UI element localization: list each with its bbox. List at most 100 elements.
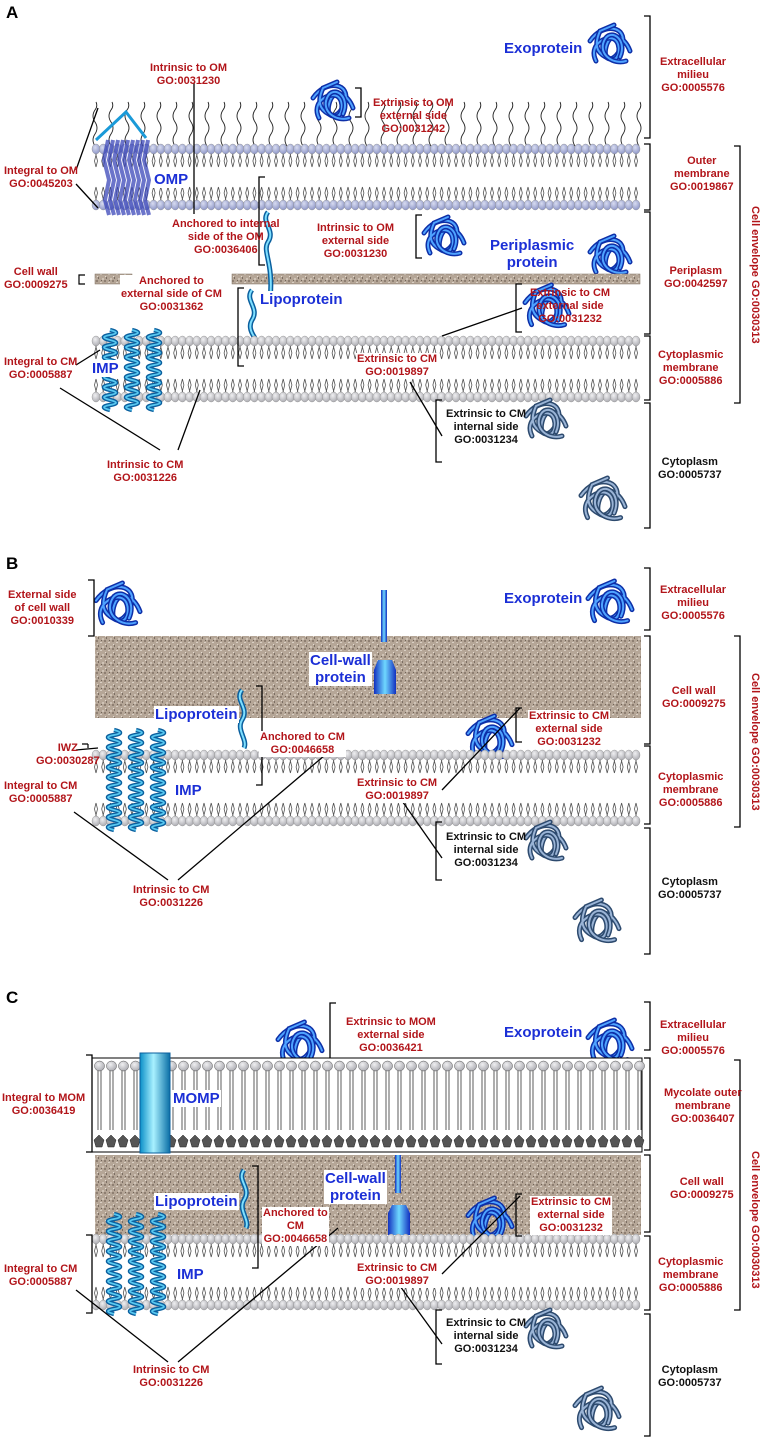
lps-chains	[92, 101, 642, 147]
imp-helices-c	[105, 1211, 167, 1317]
cyto-membrane-bilayer-b	[91, 749, 641, 827]
leader-extrinsic-cm-up-c	[441, 1195, 521, 1275]
panel-letter-c: C	[6, 988, 19, 1007]
leader-integral-cm-a	[75, 349, 101, 366]
intrinsic-om-ext-protein-a	[421, 214, 467, 257]
leader-extrinsic-cm-int-b	[435, 821, 442, 881]
leader-integral-cm-c	[86, 1234, 93, 1314]
leader-cell-wall-a	[78, 274, 85, 285]
lipoprotein-a-label: Lipoprotein	[259, 291, 344, 308]
bracket-cyto-membrane-a	[644, 335, 651, 401]
leader-iwz2-b	[75, 747, 99, 751]
leader-anchored-cm-c	[252, 1165, 259, 1269]
bracket-extracellular-a	[644, 15, 651, 139]
bracket-cyto-membrane-b	[644, 745, 651, 825]
cellwall-protein-b	[374, 590, 396, 694]
leader-extrinsic-cm-int-a	[435, 399, 442, 463]
momp-label: MOMP	[172, 1090, 221, 1107]
periplasmic-protein-a	[587, 233, 633, 276]
omp-label: OMP	[153, 171, 190, 188]
bracket-mycolate-c	[644, 1057, 651, 1151]
leader-iwz-b	[82, 743, 89, 748]
leader-intrinsic-cm-c	[177, 1227, 339, 1363]
imp-c-label: IMP	[176, 1266, 205, 1283]
leader-extrinsic-cm-down-b	[399, 797, 443, 859]
bracket-cyto-membrane-c	[644, 1235, 651, 1311]
leader-integral-om-bot-a	[75, 183, 99, 209]
cytoplasmic-protein-c	[572, 1385, 622, 1432]
bracket-cytoplasm-c	[644, 1313, 651, 1437]
imp-helices-b	[105, 727, 167, 833]
leader-extrinsic-cm-ext-b	[515, 707, 522, 743]
cell-wall-strip-a	[231, 273, 641, 285]
exoprotein-b	[585, 578, 635, 625]
imp-a-label: IMP	[91, 360, 120, 377]
lipoprotein-b-label: Lipoprotein	[154, 706, 239, 723]
cm-lipoprotein-a	[247, 288, 258, 341]
panel-letter-b: B	[6, 554, 19, 573]
cell-envelope-c-label: Cell envelope GO:0030313	[749, 1151, 761, 1289]
cytoplasmic-protein-b	[572, 897, 622, 944]
leader-extrinsic-cm-int-c	[435, 1309, 442, 1365]
exoprotein-c	[585, 1017, 635, 1064]
leader-extrinsic-cm-up-b	[441, 707, 521, 791]
extrinsic-cm-ext-protein-a	[522, 282, 572, 329]
lipoprotein-c-label: Lipoprotein	[154, 1193, 239, 1210]
extrinsic-cm-int-protein-c	[523, 1307, 569, 1350]
mycolate-membrane	[91, 1057, 645, 1153]
leader-extrinsic-cm-ext-a	[515, 283, 522, 333]
leader-integral-cm2-a	[59, 387, 161, 451]
leader-extrinsic-mom-c	[329, 1002, 336, 1063]
leader-extrinsic-cm-ext-c	[515, 1193, 522, 1237]
outer-membrane-bilayer	[91, 143, 641, 211]
leader-external-cell-wall-b	[88, 579, 95, 637]
lipoprotein-c	[239, 1168, 250, 1230]
leader-extrinsic-om-a	[355, 87, 362, 118]
cytoplasmic-protein-a	[578, 475, 628, 522]
bracket-cell-wall-c	[644, 1154, 651, 1233]
exoprotein-c-label: Exoprotein	[504, 1024, 583, 1041]
leader-extrinsic-cm-down-c	[399, 1285, 443, 1345]
exoprotein-a	[587, 22, 633, 65]
cell-envelope-b-label: Cell envelope GO:0030313	[749, 673, 761, 811]
lipoprotein-b	[237, 688, 248, 750]
extrinsic-om-protein-a	[310, 79, 356, 122]
panel-letter-a: A	[6, 3, 19, 22]
leader-integral-cm2-c	[75, 1289, 169, 1363]
bracket-extracellular-c	[644, 1001, 651, 1051]
bracket-cytoplasm-b	[644, 827, 651, 955]
